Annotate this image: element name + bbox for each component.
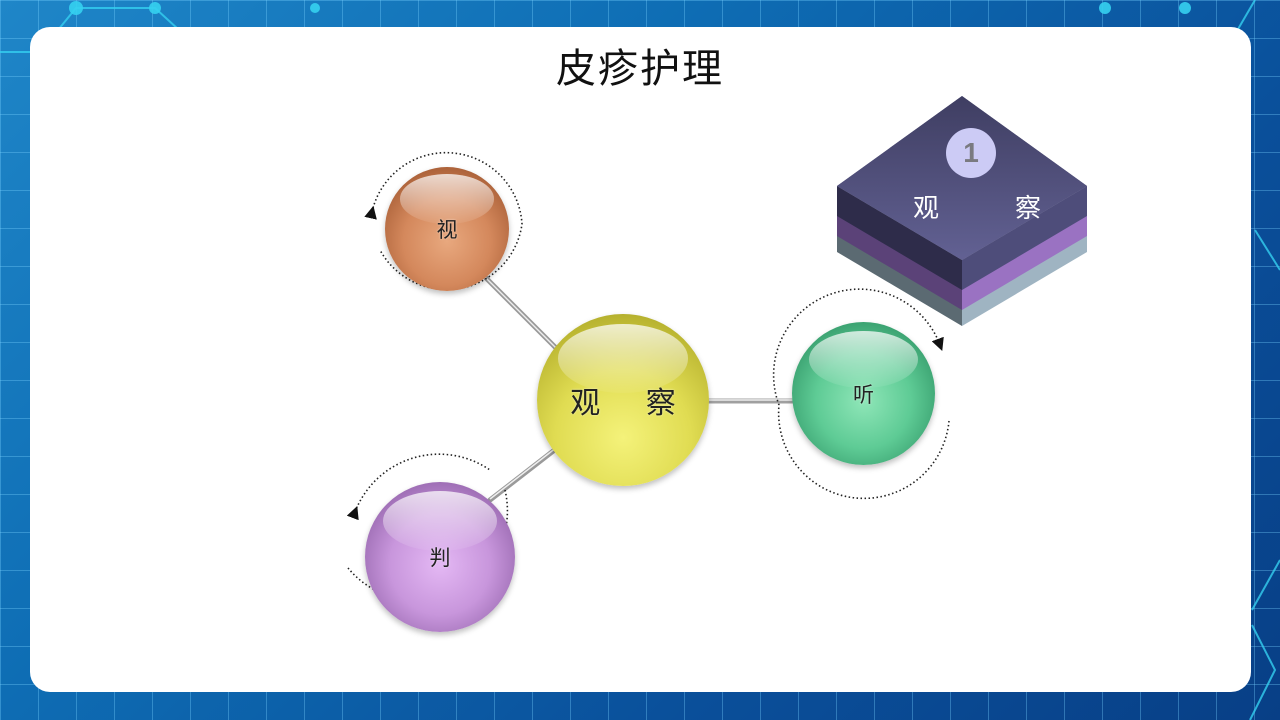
node-listen: 听 [792, 322, 935, 465]
step-box-3d [837, 96, 1087, 326]
step-box-label-left: 观 [913, 194, 942, 224]
node-listen-label: 听 [853, 382, 874, 407]
node-judge-label: 判 [429, 546, 451, 570]
node-see-label: 视 [436, 218, 458, 242]
step-box-label-right: 察 [1014, 194, 1043, 224]
center-node-label: 观 察 [570, 386, 694, 421]
center-node-observe: 观 察 [537, 314, 709, 486]
step-box-label: 观 察 [913, 188, 1043, 225]
node-see: 视 [385, 167, 509, 291]
step-number-badge: 1 [946, 128, 996, 178]
slide-title: 皮疹护理 [556, 46, 724, 92]
node-judge: 判 [365, 482, 515, 632]
